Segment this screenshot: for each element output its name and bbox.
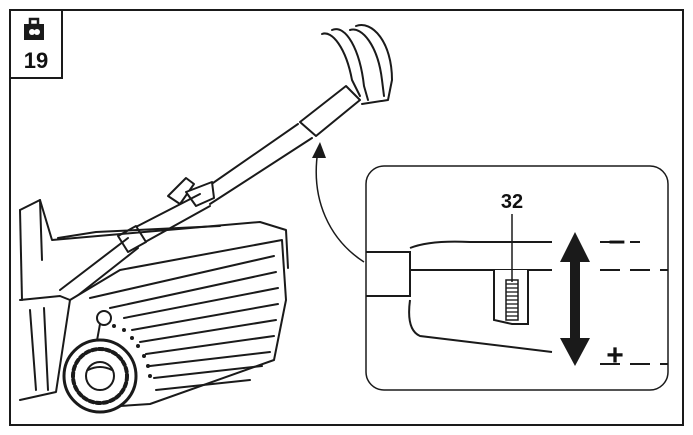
detail-inset: 32 – +: [365, 165, 669, 391]
adjust-double-arrow: [560, 232, 590, 366]
callout-number: 32: [501, 191, 523, 213]
lawn-mower-illustration: [19, 24, 393, 414]
pointer-arrow: [312, 142, 365, 263]
adjustment-wheel: [493, 270, 529, 325]
minus-symbol: –: [609, 224, 626, 257]
figure-number: 19: [24, 48, 48, 73]
figure-frame: [9, 9, 684, 426]
figure-number-box: 19: [10, 9, 63, 79]
plus-symbol: +: [606, 339, 624, 372]
toolbox-icon: [24, 17, 44, 40]
vent-dots: [112, 324, 152, 378]
